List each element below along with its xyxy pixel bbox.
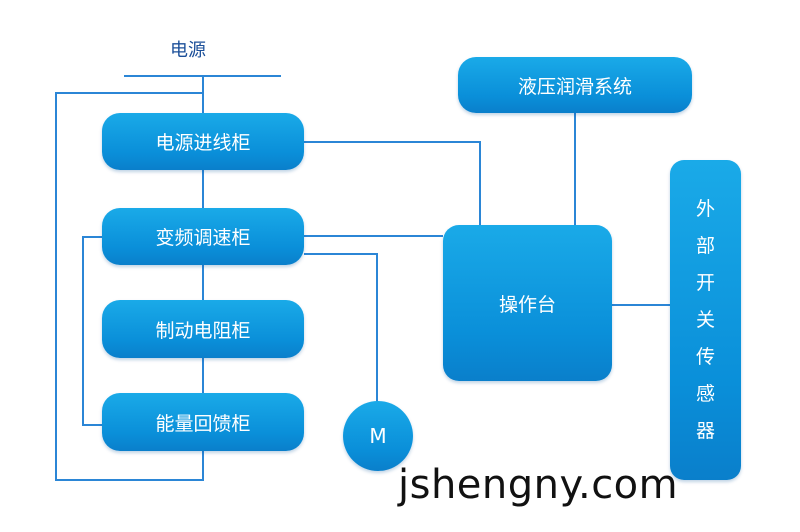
sensor-char: 器	[695, 419, 715, 442]
sensor-char: 外	[695, 197, 715, 220]
hydraulic-system-box: 液压润滑系统	[458, 57, 692, 113]
sensor-char: 关	[695, 308, 715, 331]
console-box: 操作台	[443, 225, 612, 381]
watermark: jshengny.com	[398, 462, 679, 508]
inner-loop-line	[82, 236, 102, 426]
regen-cabinet-box: 能量回馈柜	[102, 393, 304, 451]
incoming-cabinet-box: 电源进线柜	[102, 113, 304, 170]
sensor-char: 感	[695, 382, 715, 405]
outer-loop-line	[55, 92, 204, 481]
vfd-cabinet-box: 变频调速柜	[102, 208, 304, 265]
sensor-char: 传	[695, 345, 715, 368]
sensor-char: 部	[695, 234, 715, 257]
motor-circle: M	[343, 401, 413, 471]
vfd-to-motor-line	[304, 253, 378, 402]
sensor-char: 开	[695, 271, 715, 294]
external-sensors-box: 外 部 开 关 传 感 器	[670, 160, 741, 480]
brake-resistor-box: 制动电阻柜	[102, 300, 304, 358]
power-source-label: 电源	[170, 40, 206, 61]
incoming-to-console-line	[304, 141, 481, 225]
